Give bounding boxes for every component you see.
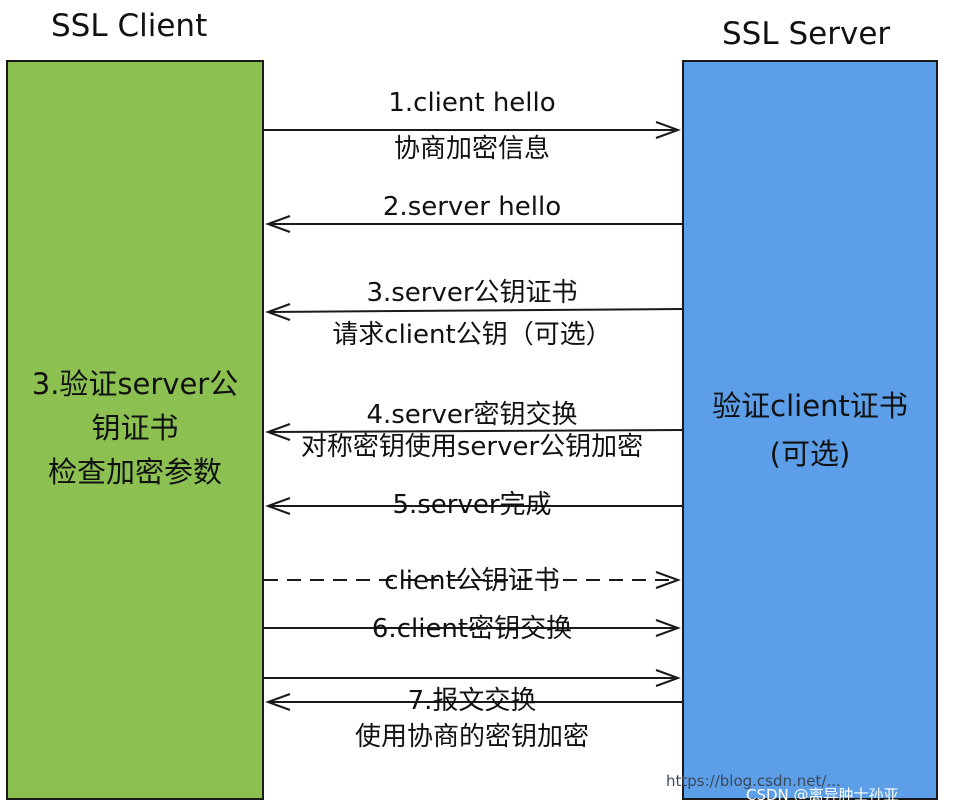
message-7-label: 7.报文交换 (407, 686, 537, 716)
message-7-sub: 使用协商的密钥加密 (354, 722, 589, 752)
arrow-3 (267, 308, 683, 313)
arrowhead-6 (655, 619, 681, 637)
message-1-sub: 协商加密信息 (393, 134, 550, 164)
watermark-credit: CSDN @离异肿士孙亚 (746, 786, 899, 804)
message-client-cert-label: client公钥证书 (384, 566, 560, 596)
message-4-label: 4.server密钥交换 (366, 400, 578, 430)
client-header: SSL Client (51, 8, 208, 44)
client-lane-line-2: 钥证书 (91, 411, 179, 445)
arrowhead-1 (655, 121, 681, 139)
message-2-label: 2.server hello (382, 192, 562, 222)
client-lane-line-1: 3.验证server公 (31, 367, 239, 401)
client-lane: 3.验证server公 钥证书 检查加密参数 (6, 60, 264, 800)
arrowhead-client-cert (655, 571, 681, 589)
message-1-label: 1.client hello (388, 88, 556, 118)
message-4-sub: 对称密钥使用server公钥加密 (300, 432, 644, 462)
message-3-sub: 请求client公钥（可选） (332, 320, 612, 350)
arrowhead-5 (265, 497, 291, 515)
server-header: SSL Server (722, 16, 891, 52)
server-lane-line-1: 验证client证书 (712, 389, 908, 423)
watermark-url: https://blog.csdn.net/... (666, 772, 841, 790)
arrowhead-7-request (655, 669, 681, 687)
arrowhead-7-response (265, 693, 291, 711)
client-lane-line-3: 检查加密参数 (47, 455, 222, 489)
arrow-4 (267, 429, 683, 433)
server-lane-line-2: (可选) (769, 437, 851, 471)
server-lane: 验证client证书 (可选) (682, 60, 938, 800)
arrowhead-2 (265, 215, 291, 233)
arrowhead-3 (265, 303, 291, 321)
message-6-label: 6.client密钥交换 (371, 614, 573, 644)
message-5-label: 5.server完成 (392, 490, 552, 520)
message-3-label: 3.server公钥证书 (366, 278, 578, 308)
arrowhead-4 (265, 423, 291, 441)
